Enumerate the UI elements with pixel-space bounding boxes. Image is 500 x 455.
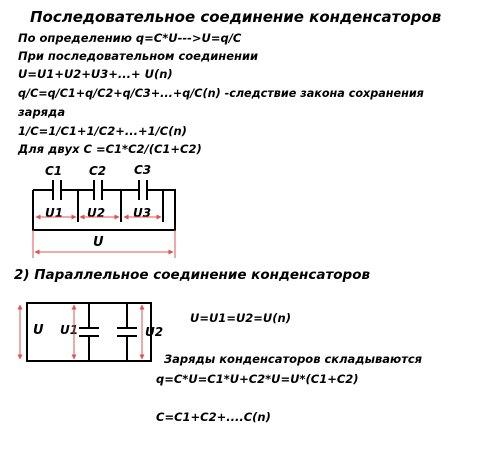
parallel-voltage-arrows <box>17 304 145 360</box>
parallel-line-1: U=U1=U2=U(n) <box>190 311 291 325</box>
series-cap-label-c3: C3 <box>134 163 152 177</box>
series-circuit <box>32 180 176 231</box>
parallel-total-voltage-label: U <box>33 323 44 338</box>
series-title: Последовательное соединение конденсаторо… <box>30 8 442 26</box>
parallel-title: 2) Параллельное соединение конденсаторов <box>14 267 371 283</box>
parallel-voltage-label-u2: U2 <box>145 325 164 339</box>
parallel-line-2: Заряды конденсаторов складываются <box>164 352 423 366</box>
series-line-6: 1/C=1/C1+1/C2+...+1/C(n) <box>18 124 187 138</box>
parallel-line-3: q=C*U=C1*U+C2*U=U*(C1+C2) <box>156 372 359 386</box>
series-line-7: Для двух C =C1*C2/(C1+C2) <box>18 142 202 156</box>
series-line-3: U=U1+U2+U3+...+ U(n) <box>18 67 173 81</box>
series-line-4: q/C=q/C1+q/C2+q/C3+...+q/C(n) -следствие… <box>18 87 424 100</box>
series-voltage-arrows <box>32 214 176 258</box>
series-line-1: По определению q=C*U--->U=q/C <box>18 31 242 45</box>
parallel-circuit <box>26 302 152 362</box>
series-total-voltage-label: U <box>93 235 104 250</box>
parallel-line-4: C=C1+C2+....C(n) <box>156 410 271 424</box>
series-cap-label-c2: C2 <box>89 164 107 178</box>
series-loop-wire <box>32 189 176 231</box>
series-line-5: заряда <box>18 105 66 119</box>
series-line-2: При последовательном соединении <box>18 49 259 63</box>
series-cap-label-c1: C1 <box>45 164 63 178</box>
